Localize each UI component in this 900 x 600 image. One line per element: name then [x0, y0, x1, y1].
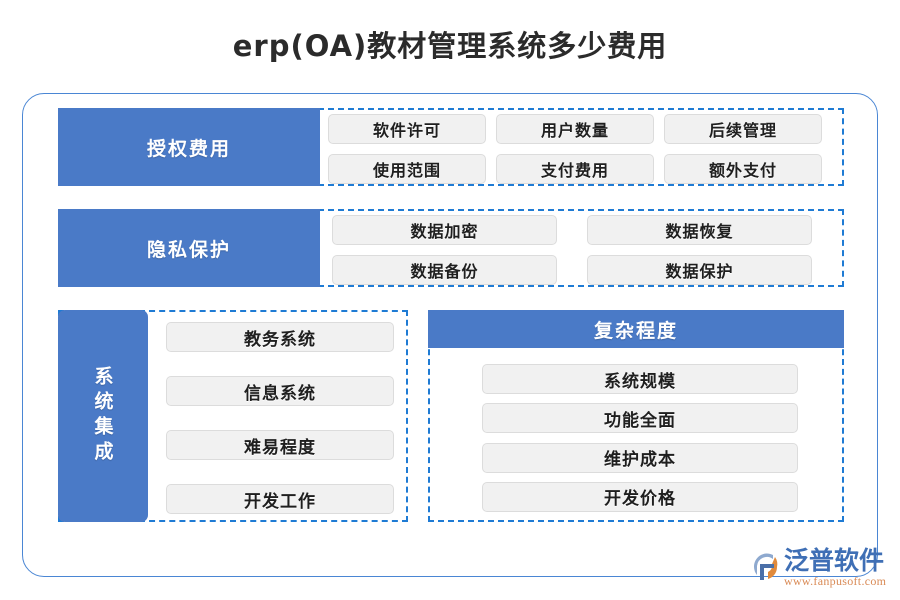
section-license: 授权费用 软件许可 用户数量 后续管理 使用范围 支付费用 额外支付: [58, 108, 844, 186]
section-complexity-items: 系统规模 功能全面 维护成本 开发价格: [482, 364, 798, 512]
brand-url: www.fanpusoft.com: [784, 573, 887, 588]
chip-privacy-1[interactable]: 数据恢复: [587, 215, 812, 245]
section-integration-header: 系统集成: [58, 310, 148, 522]
section-privacy: 隐私保护 数据加密 数据恢复 数据备份 数据保护: [58, 209, 844, 287]
chip-complexity-1[interactable]: 功能全面: [482, 403, 798, 434]
chip-license-1[interactable]: 用户数量: [496, 114, 654, 144]
chip-complexity-2[interactable]: 维护成本: [482, 442, 798, 473]
section-complexity-header: 复杂程度: [428, 310, 844, 348]
fanpu-swoosh-icon: [748, 550, 782, 584]
chip-integration-0[interactable]: 教务系统: [166, 322, 394, 352]
brand-logo-text: 泛普软件 www.fanpusoft.com: [784, 548, 886, 587]
section-license-items: 软件许可 用户数量 后续管理 使用范围 支付费用 额外支付: [328, 114, 842, 184]
section-complexity: 复杂程度 系统规模 功能全面 维护成本 开发价格: [428, 310, 844, 522]
chip-integration-3[interactable]: 开发工作: [166, 484, 394, 514]
section-privacy-header: 隐私保护: [58, 209, 320, 287]
chip-license-4[interactable]: 支付费用: [496, 154, 654, 184]
chip-privacy-2[interactable]: 数据备份: [332, 255, 557, 285]
page-title: erp(OA)教材管理系统多少费用: [232, 29, 668, 63]
chip-license-3[interactable]: 使用范围: [328, 154, 486, 184]
chip-integration-2[interactable]: 难易程度: [166, 430, 394, 460]
chip-integration-1[interactable]: 信息系统: [166, 376, 394, 406]
chip-license-5[interactable]: 额外支付: [664, 154, 822, 184]
section-license-header: 授权费用: [58, 108, 320, 186]
chip-complexity-0[interactable]: 系统规模: [482, 364, 798, 394]
chip-license-2[interactable]: 后续管理: [664, 114, 822, 144]
section-integration: 系统集成 教务系统 信息系统 难易程度 开发工作: [58, 310, 408, 522]
brand-logo: 泛普软件 www.fanpusoft.com: [748, 541, 896, 593]
chip-license-0[interactable]: 软件许可: [328, 114, 486, 144]
chip-complexity-3[interactable]: 开发价格: [482, 481, 798, 512]
chip-privacy-0[interactable]: 数据加密: [332, 215, 557, 245]
chip-privacy-3[interactable]: 数据保护: [587, 255, 812, 285]
section-integration-items: 教务系统 信息系统 难易程度 开发工作: [166, 322, 396, 514]
section-privacy-items: 数据加密 数据恢复 数据备份 数据保护: [332, 215, 844, 285]
brand-name: 泛普软件: [784, 545, 885, 575]
diagram-card: 授权费用 软件许可 用户数量 后续管理 使用范围 支付费用 额外支付 隐私保护 …: [22, 93, 878, 577]
